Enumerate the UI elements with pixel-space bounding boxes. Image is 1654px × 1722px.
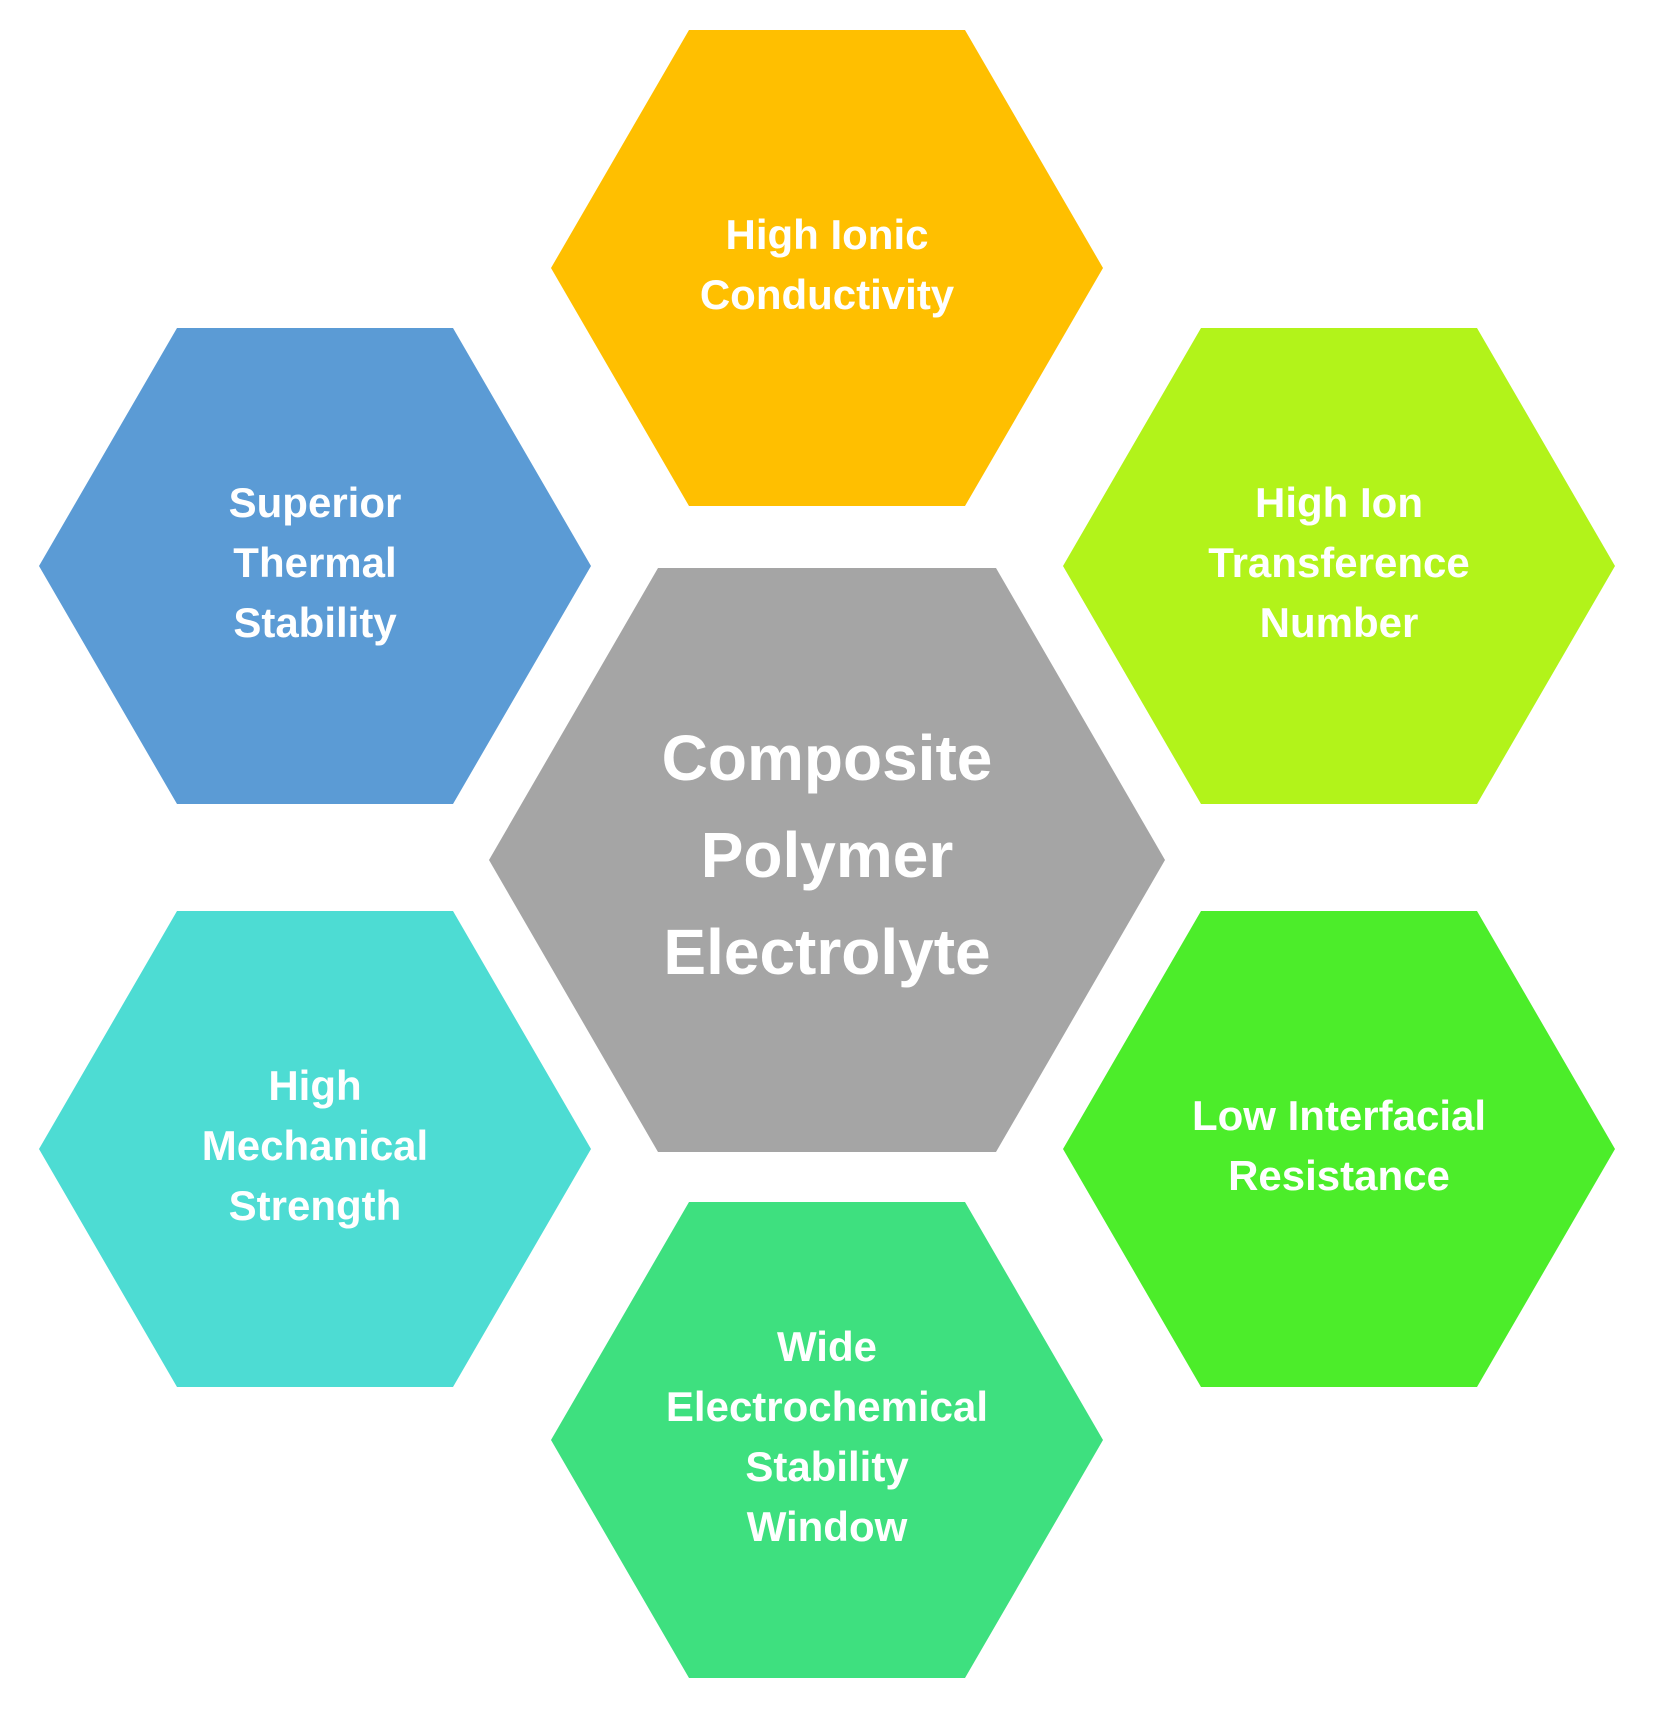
hexagon-mechanical-strength-label-line: Strength bbox=[229, 1182, 402, 1229]
hexagon-ionic-conductivity-label-line: Conductivity bbox=[700, 271, 955, 318]
hexagon-electrochemical-window-label-line: Electrochemical bbox=[666, 1383, 988, 1430]
hexagon-mechanical-strength-label-line: High bbox=[268, 1062, 361, 1109]
hexagon-ion-transference-label-line: Number bbox=[1260, 599, 1419, 646]
hexagon-thermal-stability-shape bbox=[39, 328, 591, 804]
hexagon-electrochemical-window-shape bbox=[551, 1202, 1103, 1678]
hexagon-ionic-conductivity-shape bbox=[551, 30, 1103, 506]
hexagon-mechanical-strength-label-line: Mechanical bbox=[202, 1122, 428, 1169]
hexagon-thermal-stability-label-line: Superior bbox=[229, 479, 402, 526]
hexagon-thermal-stability-label-line: Thermal bbox=[233, 539, 396, 586]
hexagon-ionic-conductivity-label-line: High Ionic bbox=[726, 211, 929, 258]
hexagon-ion-transference-label-line: Transference bbox=[1208, 539, 1469, 586]
center-hexagon-shape bbox=[489, 568, 1165, 1152]
center-hexagon-label-line: Polymer bbox=[701, 819, 954, 891]
hexagon-ion-transference-label-line: High Ion bbox=[1255, 479, 1423, 526]
center-hexagon-label-line: Composite bbox=[662, 722, 993, 794]
hexagon-ion-transference-shape bbox=[1063, 328, 1615, 804]
center-hexagon-label-line: Electrolyte bbox=[663, 916, 990, 988]
hexagon-mechanical-strength-shape bbox=[39, 911, 591, 1387]
hexagon-electrochemical-window-label-line: Wide bbox=[777, 1323, 877, 1370]
hexagon-electrochemical-window-label-line: Stability bbox=[745, 1443, 909, 1490]
hexagon-thermal-stability-label-line: Stability bbox=[233, 599, 397, 646]
hexagon-interfacial-resistance-label-line: Low Interfacial bbox=[1192, 1092, 1486, 1139]
hexagon-interfacial-resistance-label-line: Resistance bbox=[1228, 1152, 1450, 1199]
hexagon-interfacial-resistance-shape bbox=[1063, 911, 1615, 1387]
hexagon-electrochemical-window-label-line: Window bbox=[747, 1503, 908, 1550]
